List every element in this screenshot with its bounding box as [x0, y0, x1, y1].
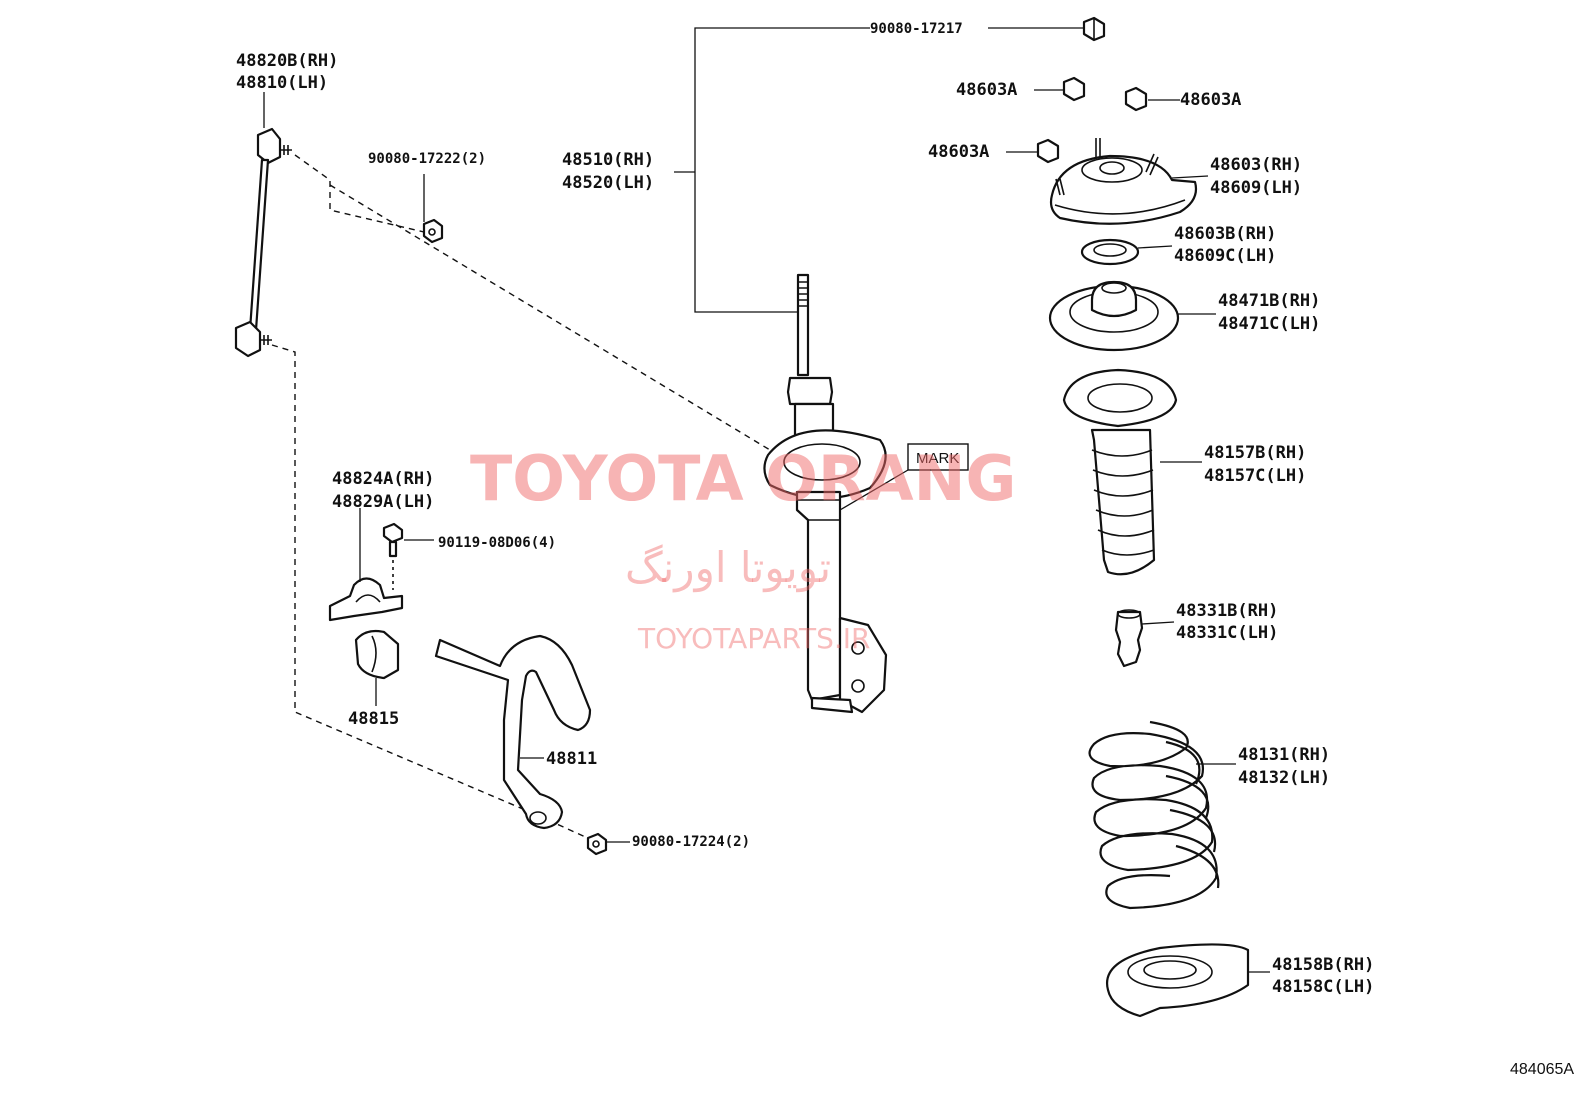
stabilizer-bar-48811[interactable] [434, 634, 592, 830]
shock-absorber-48510[interactable] [763, 273, 888, 714]
dust-boot-48157b[interactable] [1062, 368, 1178, 576]
label-48603: 48603(RH) [1210, 155, 1302, 175]
nut-48603a-3[interactable] [1036, 138, 1060, 164]
label-90119: 90119-08D06(4) [438, 535, 556, 551]
label-48157c: 48157C(LH) [1204, 466, 1306, 486]
bearing-48603b[interactable] [1080, 238, 1140, 266]
label-48471c: 48471C(LH) [1218, 314, 1320, 334]
label-48132: 48132(LH) [1238, 768, 1330, 788]
spring-seat-48471b[interactable] [1048, 280, 1180, 352]
watermark: TOYOTA ORANG تویوتا اورنگ TOYOTAPARTS.IR [470, 442, 1016, 655]
label-48157b: 48157B(RH) [1204, 443, 1306, 463]
label-48815: 48815 [348, 709, 399, 729]
label-48131: 48131(RH) [1238, 745, 1330, 765]
nut-90080-17224[interactable] [586, 832, 608, 856]
mark-tag: MARK [839, 443, 969, 511]
leader-48331b [1141, 621, 1175, 625]
nut-90080-17217[interactable] [1082, 16, 1106, 42]
bump-stopper-48331b[interactable] [1114, 609, 1144, 668]
label-48158b: 48158B(RH) [1272, 955, 1374, 975]
label-48609: 48609(LH) [1210, 178, 1302, 198]
label-48603a-2: 48603A [1180, 90, 1241, 110]
label-48811: 48811 [546, 749, 597, 769]
spring-insulator-48158b[interactable] [1105, 943, 1250, 1018]
bracket-48824a[interactable] [328, 577, 404, 622]
part-labels: 48820B(RH) 48810(LH) 90080-17222(2) 4851… [236, 21, 1574, 1078]
leader-48603b [1137, 245, 1173, 249]
label-48603b: 48603B(RH) [1174, 224, 1276, 244]
stabilizer-link-48820b[interactable] [234, 127, 292, 358]
label-90080-17217: 90080-17217 [870, 21, 963, 37]
watermark-main: TOYOTA ORANG [470, 442, 1016, 515]
mark-label: MARK [916, 450, 959, 467]
watermark-persian: تویوتا اورنگ [625, 543, 831, 592]
nut-90080-17222[interactable] [422, 218, 444, 244]
label-48331c: 48331C(LH) [1176, 623, 1278, 643]
leader-strut-bracket [694, 27, 870, 313]
watermark-url: TOYOTAPARTS.IR [637, 622, 870, 655]
leader-48603 [1171, 175, 1209, 179]
label-48520: 48520(LH) [562, 173, 654, 193]
label-90080-17222: 90080-17222(2) [368, 151, 486, 167]
label-90080-17224: 90080-17224(2) [632, 834, 750, 850]
label-48820b: 48820B(RH) [236, 51, 338, 71]
bolt-90119-08d06[interactable] [382, 522, 404, 590]
diagram-id: 484065A [1510, 1061, 1574, 1078]
label-48510: 48510(RH) [562, 150, 654, 170]
label-48824a: 48824A(RH) [332, 469, 434, 489]
alignment-dashes [271, 154, 771, 841]
label-48603a-1: 48603A [956, 80, 1017, 100]
coil-spring-48131[interactable] [1088, 720, 1220, 910]
label-48158c: 48158C(LH) [1272, 977, 1374, 997]
label-48829a: 48829A(LH) [332, 492, 434, 512]
label-48603a-3: 48603A [928, 142, 989, 162]
bushing-48815[interactable] [354, 629, 400, 680]
strut-mount-48603[interactable] [1049, 138, 1198, 225]
label-48471b: 48471B(RH) [1218, 291, 1320, 311]
label-48331b: 48331B(RH) [1176, 601, 1278, 621]
label-48810: 48810(LH) [236, 73, 328, 93]
label-48609c: 48609C(LH) [1174, 246, 1276, 266]
nut-48603a-2[interactable] [1124, 86, 1148, 112]
nut-48603a-1[interactable] [1062, 76, 1086, 102]
